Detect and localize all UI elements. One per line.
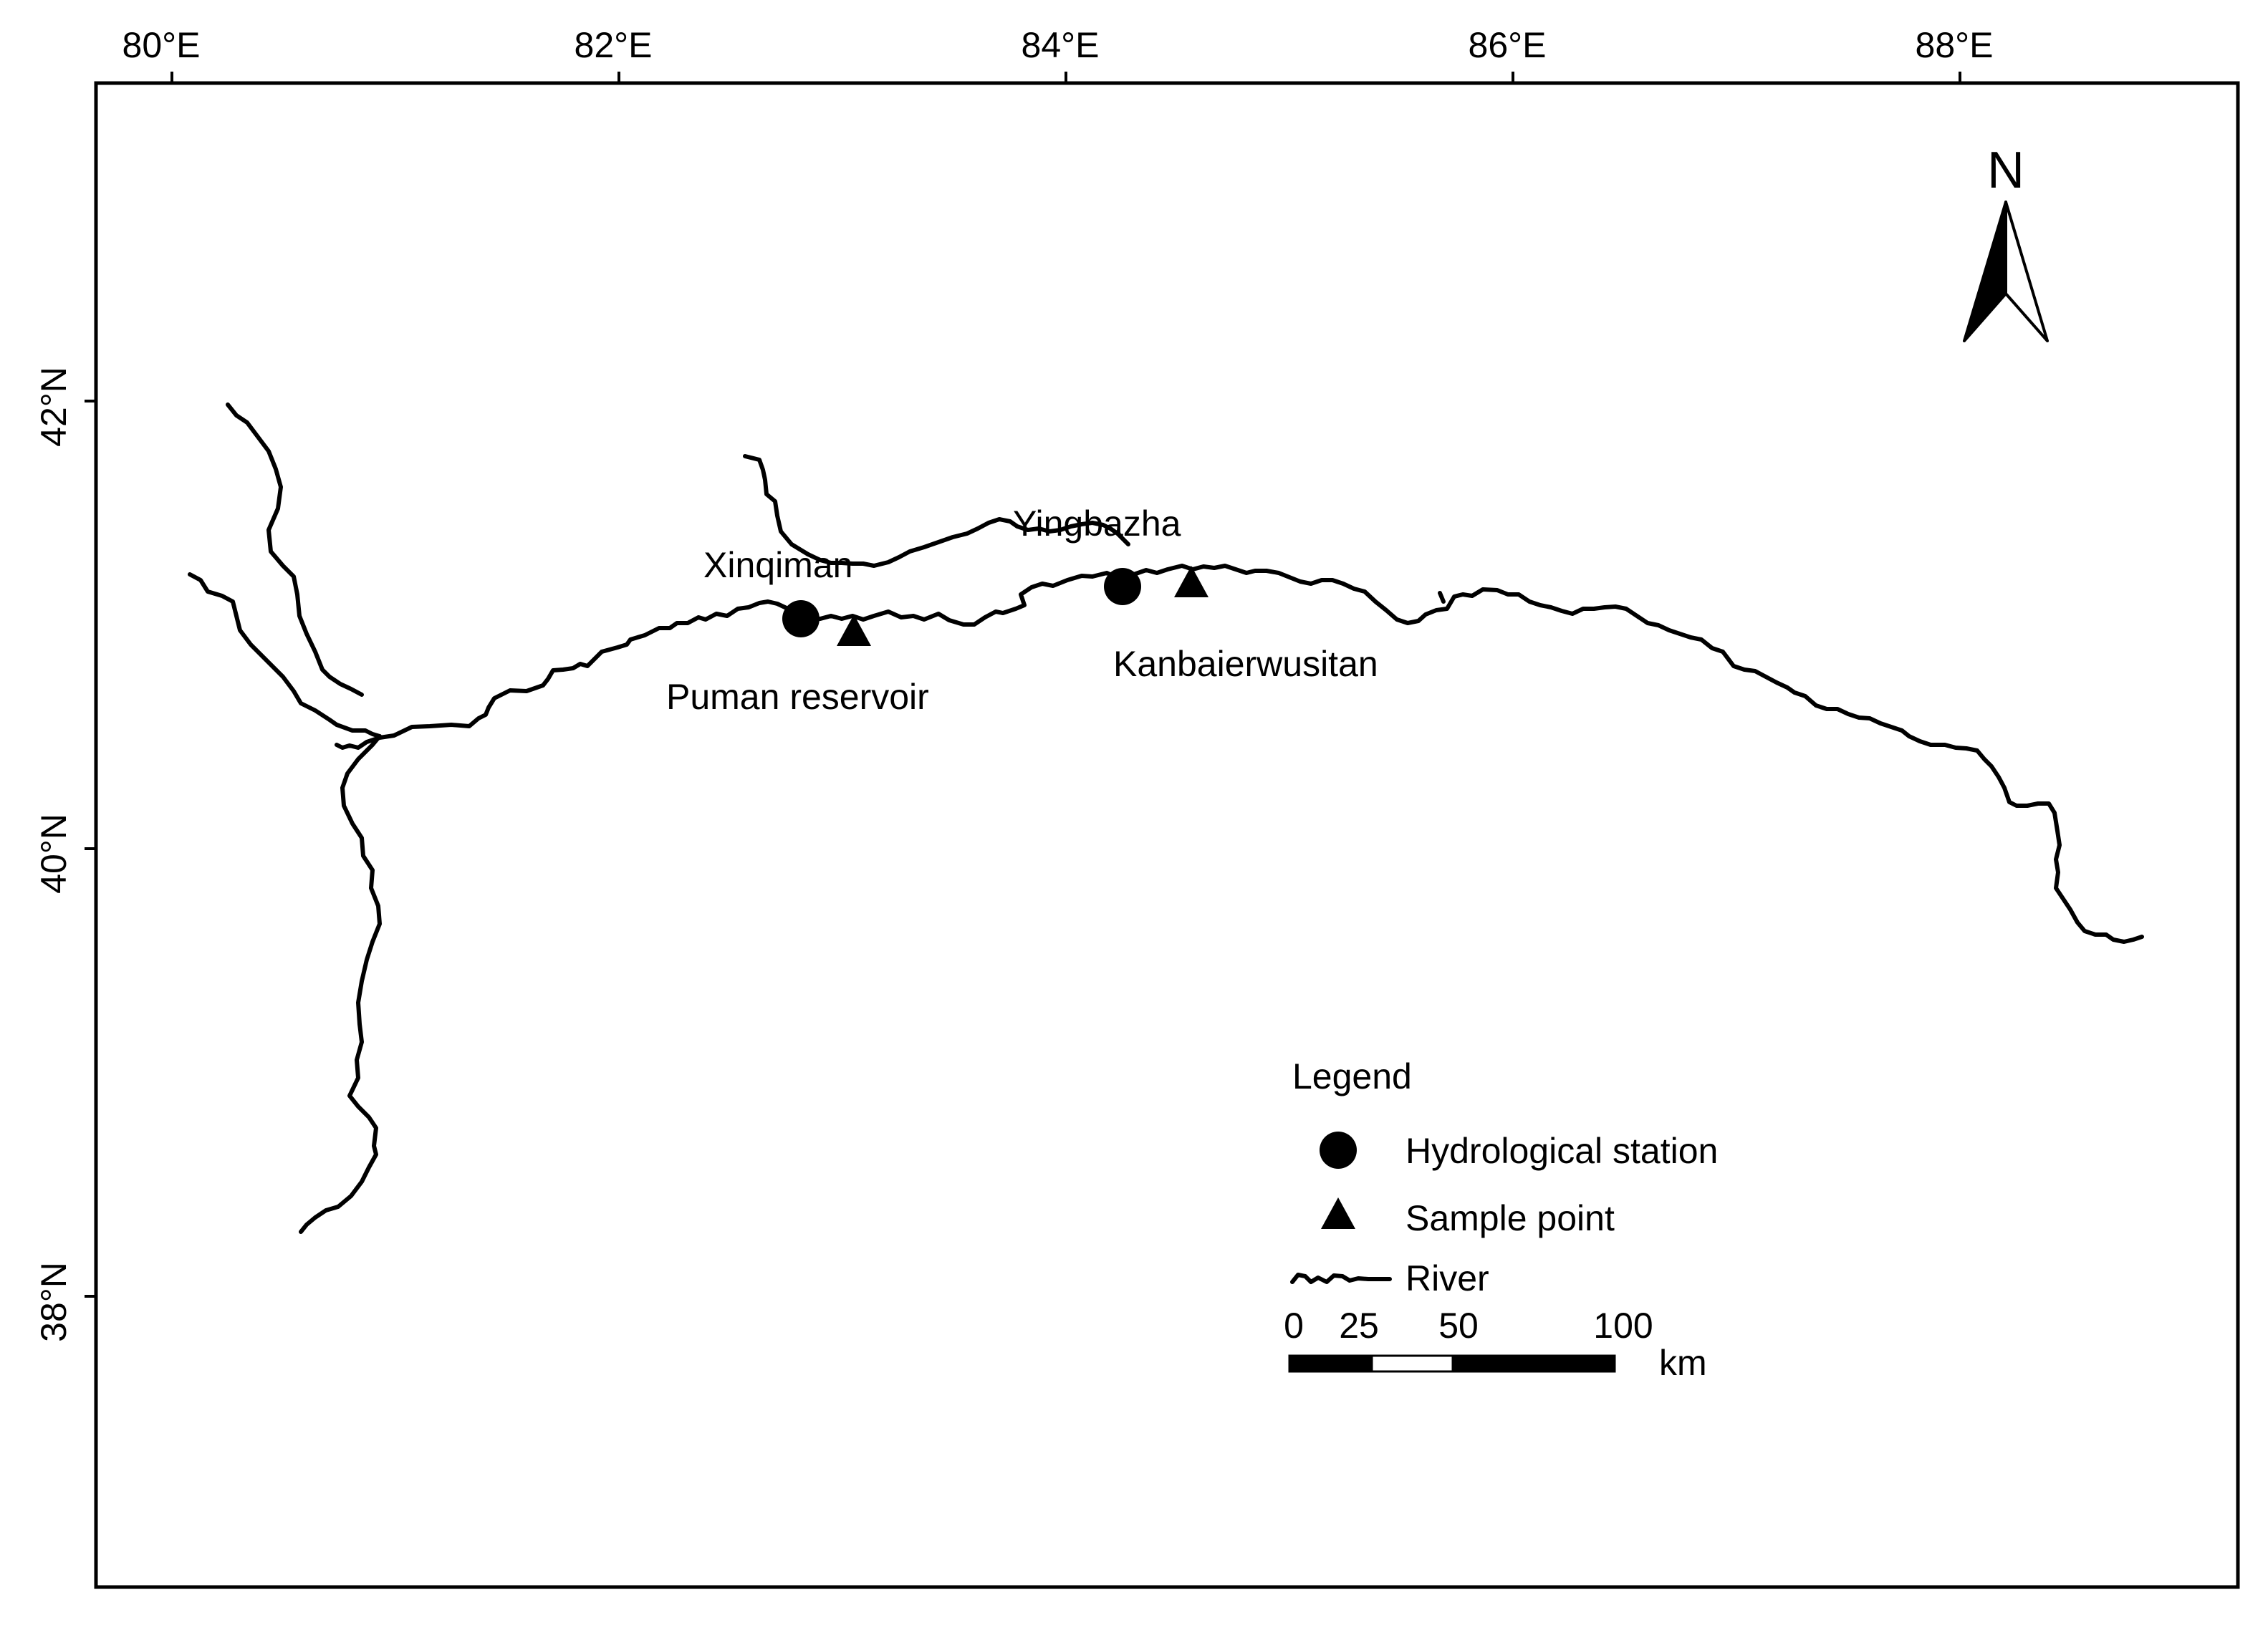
place-label-xinqiman: Xinqiman — [703, 545, 852, 585]
y-axis-labels: 42°N 40°N 38°N — [34, 367, 74, 1342]
scale-label-25: 25 — [1339, 1306, 1379, 1346]
place-label-puman: Puman reservoir — [666, 677, 929, 717]
scale-label-100: 100 — [1593, 1306, 1653, 1346]
legend-station-label: Hydrological station — [1406, 1131, 1718, 1171]
x-tick-label-84: 84°E — [1022, 25, 1100, 65]
x-axis-labels: 80°E 82°E 84°E 86°E 88°E — [122, 25, 1994, 65]
x-tick-label-80: 80°E — [122, 25, 201, 65]
scale-bar: 0 25 50 100 km — [1284, 1306, 1707, 1383]
scale-segment-1 — [1288, 1354, 1373, 1373]
y-tick-label-38: 38°N — [34, 1262, 74, 1342]
north-arrow-left-half — [1963, 201, 2007, 342]
river-aksu-west — [226, 402, 364, 697]
sample-point-puman-marker — [837, 614, 871, 646]
scale-label-50: 50 — [1438, 1306, 1479, 1346]
legend: Legend Hydrological station Sample point… — [1290, 1056, 1718, 1298]
place-label-yingbazha: Yingbazha — [1013, 503, 1181, 544]
river-network — [188, 402, 2144, 1234]
legend-sample-label: Sample point — [1406, 1198, 1615, 1238]
scale-segment-2 — [1370, 1354, 1454, 1373]
station-xinqiman-marker — [782, 600, 820, 637]
y-tick-label-42: 42°N — [34, 367, 74, 447]
place-label-kanbaierwusitan: Kanbaierwusitan — [1113, 644, 1378, 684]
legend-river-label: River — [1406, 1258, 1489, 1298]
river-aksu — [743, 454, 810, 556]
x-tick-label-88: 88°E — [1916, 25, 1994, 65]
scale-unit: km — [1659, 1343, 1707, 1383]
river-north-branch — [806, 517, 1130, 568]
north-arrow: N — [1963, 142, 2049, 342]
legend-station-symbol — [1320, 1132, 1357, 1169]
legend-river-symbol — [1290, 1273, 1392, 1284]
scale-segment-3 — [1451, 1354, 1616, 1373]
legend-title: Legend — [1292, 1056, 1412, 1096]
north-arrow-label: N — [1987, 142, 2024, 199]
river-spur — [1438, 591, 1446, 604]
legend-sample-symbol — [1321, 1197, 1355, 1229]
river-kashgar — [188, 572, 382, 738]
y-axis-ticks — [85, 400, 96, 1298]
x-tick-label-82: 82°E — [575, 25, 653, 65]
y-tick-label-40: 40°N — [34, 814, 74, 894]
map-frame — [94, 81, 2240, 1589]
station-yingbazha-marker — [1104, 568, 1141, 605]
river-tarim-main — [335, 564, 2144, 944]
river-yarkant — [299, 734, 382, 1234]
scale-label-0: 0 — [1284, 1306, 1304, 1346]
north-arrow-right-half — [2004, 201, 2049, 342]
sample-point-kanbaierwusitan-marker — [1174, 566, 1209, 597]
x-tick-label-86: 86°E — [1469, 25, 1547, 65]
x-axis-ticks — [170, 72, 1961, 83]
